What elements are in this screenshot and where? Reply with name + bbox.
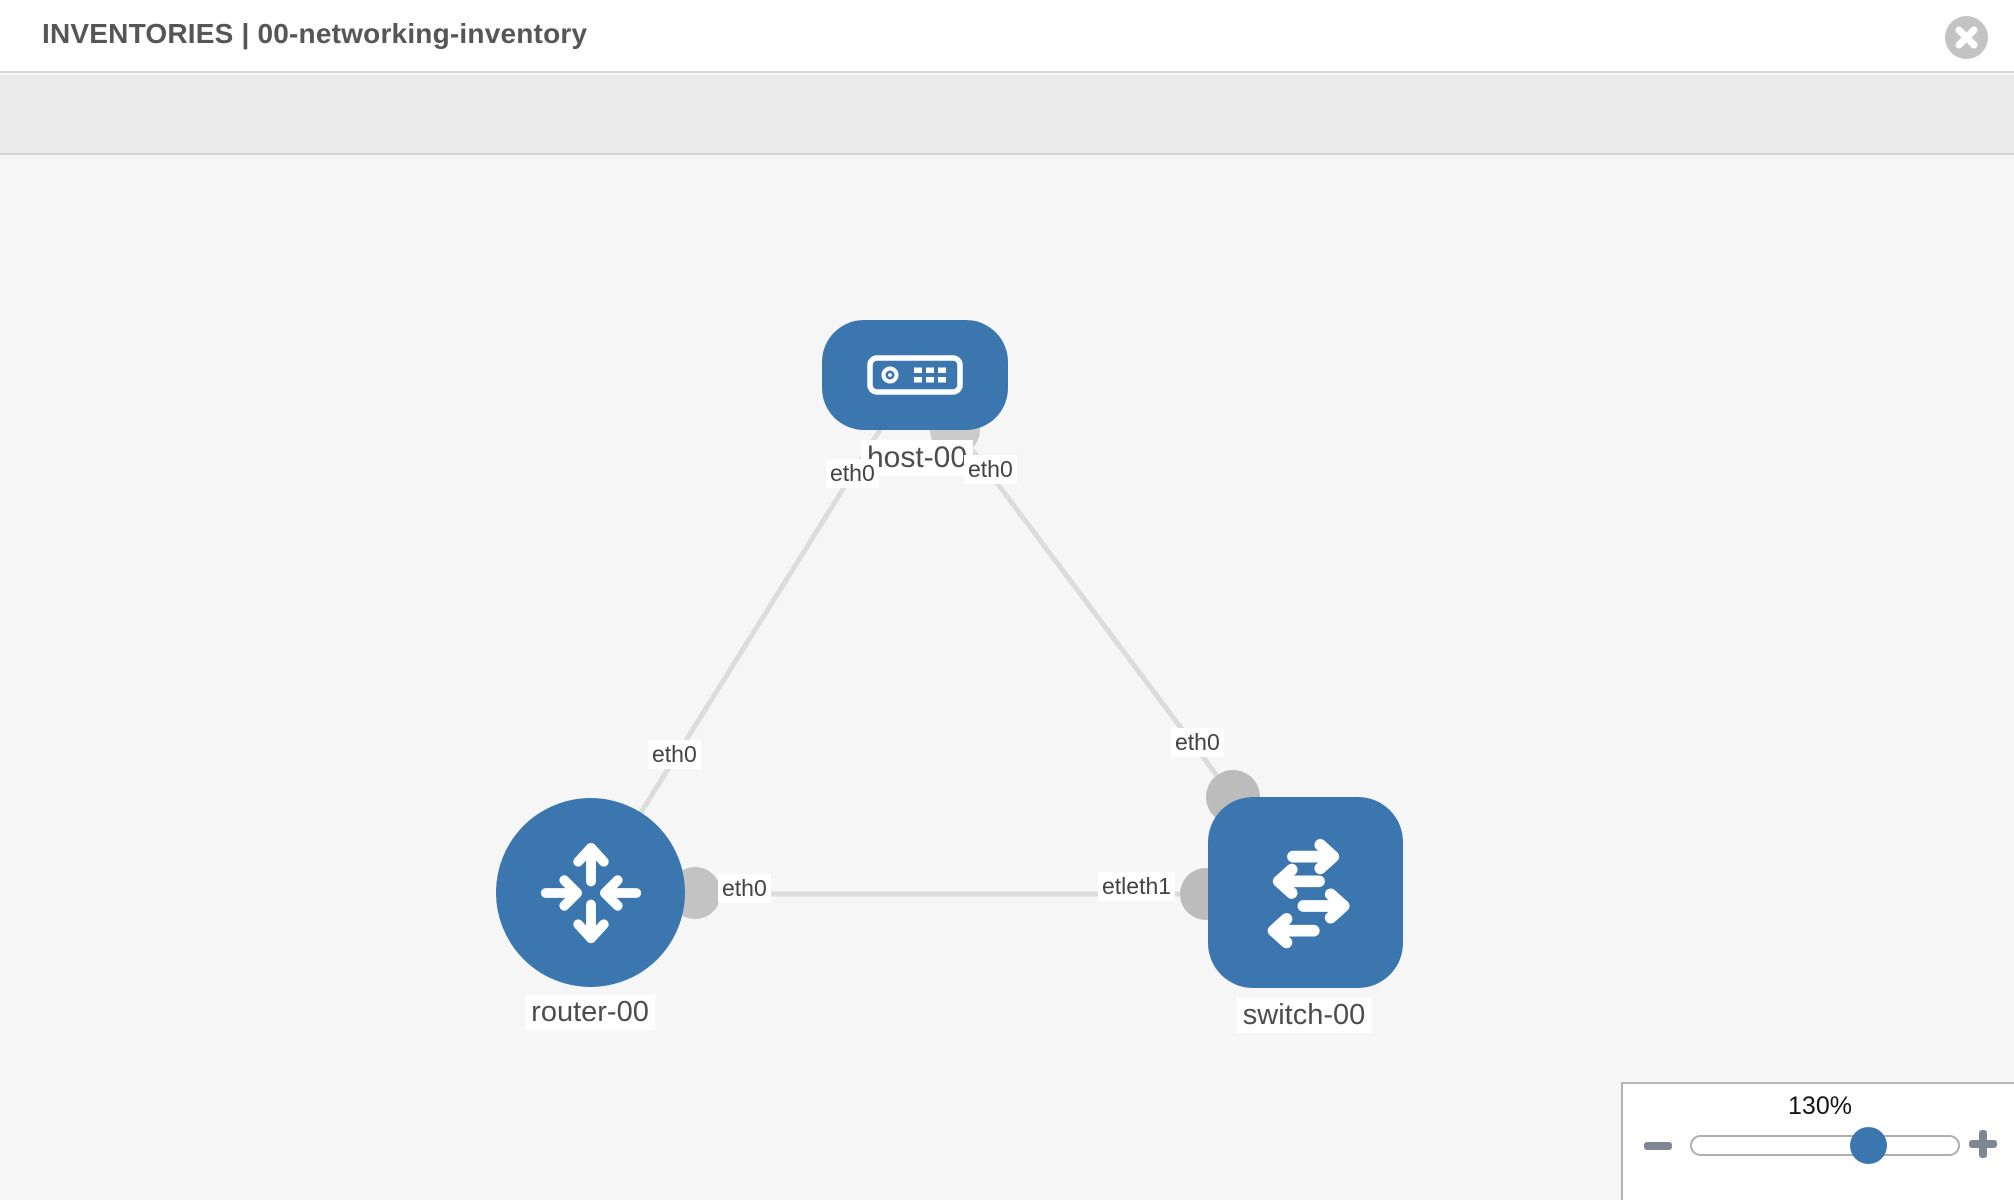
toolbar: ACTIONS	[0, 75, 2014, 217]
node-router-00[interactable]	[496, 798, 685, 987]
node-switch-00[interactable]	[1208, 797, 1403, 988]
topology-canvas[interactable]: host-00 router-00 switch-00 eth0 eth0 et…	[0, 157, 2014, 1200]
page-title: INVENTORIES | 00-networking-inventory	[42, 18, 588, 49]
node-host-00[interactable]	[822, 320, 1008, 430]
node-label-switch: switch-00	[1236, 998, 1372, 1033]
port-label-router-eth0: eth0	[718, 874, 771, 903]
port-label-host-eth0-left: eth0	[826, 459, 879, 488]
node-label-router: router-00	[525, 995, 655, 1030]
topology-links-layer	[587, 372, 1305, 920]
port-label-host-eth0-right: eth0	[964, 455, 1017, 484]
port-label-router-eth0-up: eth0	[648, 740, 701, 769]
close-button[interactable]	[1944, 15, 1989, 60]
port-label-switch-eth0-up: eth0	[1171, 728, 1224, 757]
host-icon	[867, 355, 963, 395]
zoom-in-button[interactable]	[1967, 1128, 1999, 1165]
zoom-out-button[interactable]	[1643, 1134, 1673, 1163]
zoom-level: 130%	[1788, 1092, 1852, 1120]
header: INVENTORIES | 00-networking-inventory	[0, 0, 2014, 73]
plus-icon	[1969, 1130, 1997, 1158]
router-icon	[540, 842, 641, 943]
node-label-host: host-00	[860, 440, 974, 476]
zoom-slider[interactable]	[1690, 1127, 1960, 1164]
zoom-slider-thumb[interactable]	[1850, 1127, 1887, 1164]
minus-icon	[1644, 1142, 1672, 1150]
zoom-panel: 130%	[1621, 1082, 2014, 1200]
port-label-switch-eth1: etleth1	[1098, 872, 1176, 901]
close-icon	[1945, 16, 1988, 59]
switch-icon	[1267, 838, 1350, 948]
